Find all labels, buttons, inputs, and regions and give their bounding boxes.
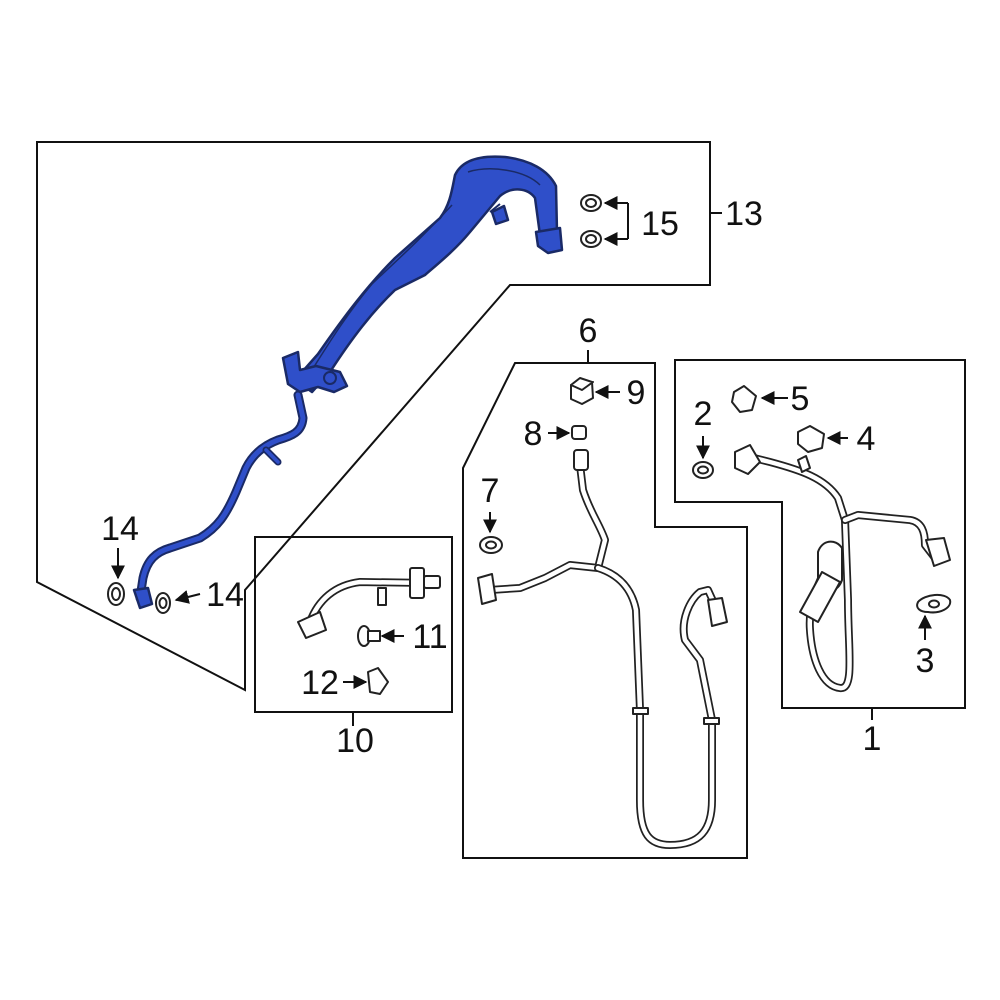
callout-15: 15 [641, 205, 679, 243]
o-ring-15-upper-inner [585, 198, 597, 208]
line-assembly-1[interactable] [734, 444, 951, 692]
callout-14-left: 14 [101, 510, 139, 548]
callout-3: 3 [916, 642, 935, 680]
group-1-outline [674, 359, 966, 709]
callout-4: 4 [857, 420, 876, 458]
pin-11[interactable] [357, 625, 381, 647]
cap-9[interactable] [570, 377, 594, 405]
gasket-3[interactable] [916, 594, 952, 614]
callout-7: 7 [481, 472, 500, 510]
clip-12[interactable] [367, 667, 389, 695]
callout-10: 10 [336, 722, 374, 760]
hose-assembly-10[interactable] [297, 567, 441, 639]
nut-5[interactable] [731, 385, 757, 413]
callout-11: 11 [412, 618, 447, 656]
callout-12: 12 [301, 664, 339, 702]
o-ring-15-lower-inner [585, 234, 597, 244]
callout-14-right: 14 [206, 576, 244, 614]
group-13-outline [36, 141, 711, 692]
o-ring-14-right-inner [158, 597, 168, 609]
callout-1: 1 [863, 720, 882, 758]
callout-9: 9 [627, 374, 646, 412]
group-10-outline [254, 536, 453, 713]
callout-5: 5 [791, 380, 810, 418]
group-6-outline [462, 362, 748, 859]
leader-14-right [174, 590, 201, 604]
o-ring-14-left-inner [111, 587, 121, 601]
callout-13: 13 [725, 195, 763, 233]
callout-2: 2 [694, 395, 713, 433]
cap-8[interactable] [571, 425, 587, 440]
o-ring-7[interactable] [479, 536, 503, 554]
o-ring-2[interactable] [692, 461, 714, 479]
callout-8: 8 [524, 415, 543, 453]
ac-line-assembly-highlighted[interactable] [132, 155, 564, 610]
callout-6: 6 [579, 312, 598, 350]
nut-4[interactable] [797, 425, 825, 453]
line-assembly-6[interactable] [477, 449, 728, 849]
